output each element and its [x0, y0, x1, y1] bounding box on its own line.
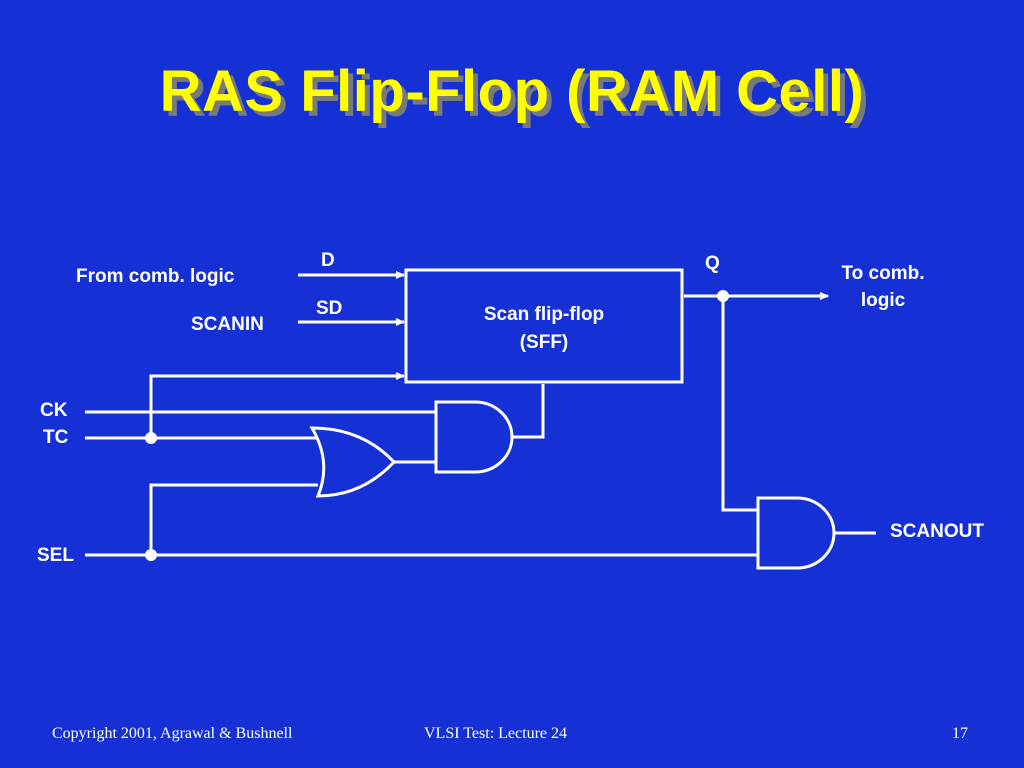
sff-clock-wire — [149, 372, 405, 438]
slide-title: RAS Flip-Flop (RAM Cell) — [159, 59, 865, 124]
and-to-sff-wire — [512, 384, 545, 439]
scanin-label: SCANIN — [191, 314, 264, 335]
and-gate-scanout — [756, 496, 836, 570]
q-junction-dot — [717, 290, 729, 302]
sd-pin-label: SD — [316, 298, 343, 319]
sel-to-or-wire — [149, 483, 318, 555]
tc-label: TC — [43, 427, 69, 448]
and-gate-top — [434, 400, 514, 474]
sff-label-line2: (SFF) — [519, 332, 569, 353]
slide-title-wrap: RAS Flip-Flop (RAM Cell) — [0, 58, 1024, 125]
or-gate — [309, 426, 397, 498]
to-comb-logic-label-line2: logic — [860, 290, 906, 311]
ck-label: CK — [40, 400, 68, 421]
q-pin-label: Q — [705, 253, 720, 274]
to-comb-logic-label-line1: To comb. — [841, 263, 925, 284]
from-comb-logic-label: From comb. logic — [76, 266, 235, 287]
sel-label: SEL — [37, 545, 74, 566]
sel-junction-dot — [145, 549, 157, 561]
scanout-label: SCANOUT — [890, 521, 984, 542]
sff-box — [404, 268, 684, 384]
footer-page-number: 17 — [952, 725, 968, 742]
footer-copyright: Copyright 2001, Agrawal & Bushnell — [52, 725, 293, 742]
footer-lecture: VLSI Test: Lecture 24 — [424, 725, 567, 742]
sff-label-line1: Scan flip-flop — [483, 304, 605, 325]
q-to-scanout-and-wire — [721, 296, 758, 512]
tc-junction-dot — [145, 432, 157, 444]
d-pin-label: D — [321, 250, 335, 271]
